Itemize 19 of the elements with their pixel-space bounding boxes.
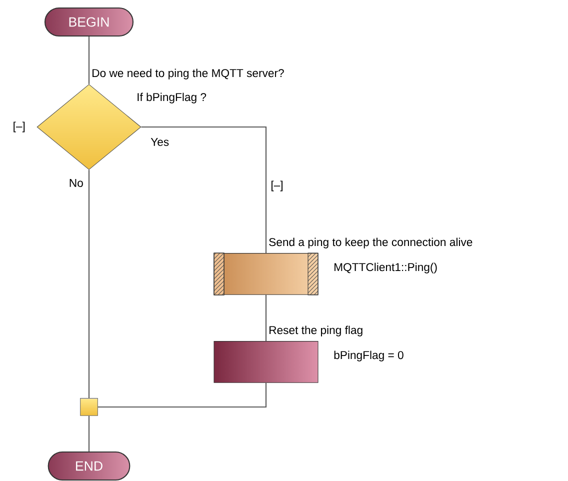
collapse-marker: [–] — [272, 180, 282, 192]
step-heading: Send a ping to keep the connection alive — [269, 238, 472, 248]
condition-text: If bPingFlag ? — [138, 92, 206, 104]
edge-label: No — [68, 178, 85, 188]
step-heading: Reset the ping flag — [270, 326, 362, 336]
connector — [141, 126, 267, 254]
connector — [265, 294, 267, 342]
decision-heading: Do we need to ping the MQTT server? — [92, 68, 284, 80]
code-text: MQTTClient1::Ping() — [334, 262, 437, 274]
connector — [88, 170, 90, 398]
collapse-marker: [–] — [14, 122, 25, 132]
connector — [88, 416, 90, 452]
call-box — [214, 252, 224, 296]
junction-square — [80, 398, 98, 416]
code-text: bPingFlag = 0 — [334, 350, 404, 362]
edge-label: Yes — [149, 136, 170, 148]
connector — [98, 382, 267, 408]
call-box — [214, 252, 318, 296]
connector — [88, 36, 90, 84]
